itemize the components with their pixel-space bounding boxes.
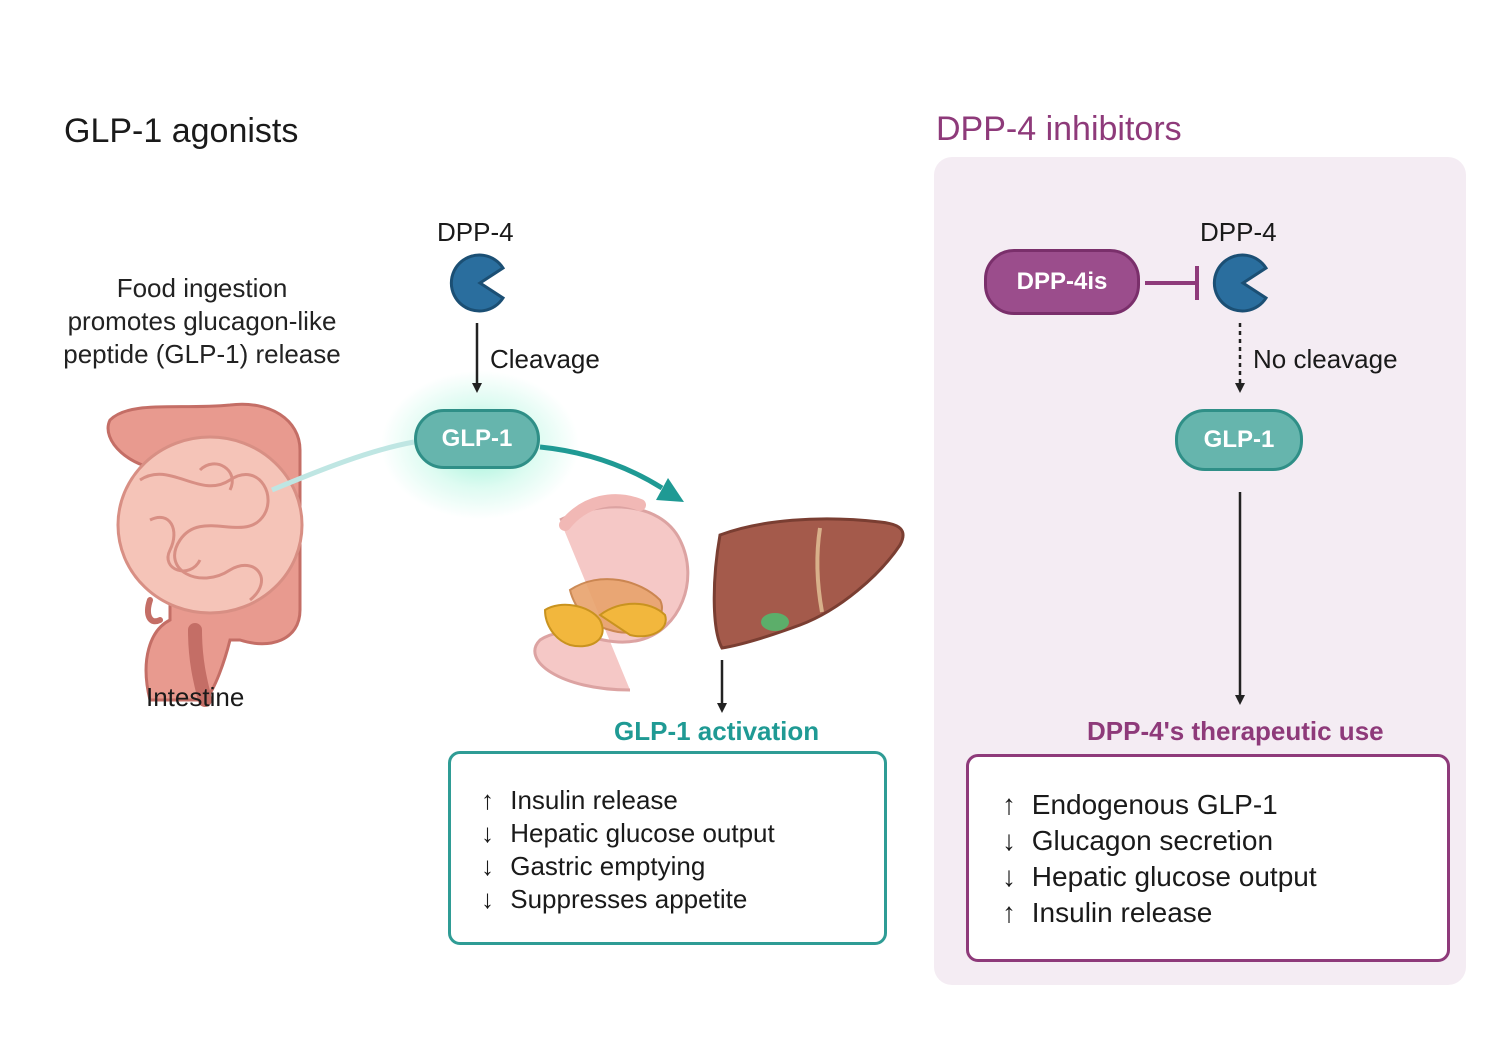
therapeutic-use-heading: DPP-4's therapeutic use	[1087, 716, 1384, 746]
therapeutic-effects-list: ↑ Endogenous GLP-1 ↓ Glucagon secretion …	[1002, 787, 1447, 931]
stomach-pancreas-illustration	[533, 494, 690, 692]
glp1-agonists-title: GLP-1 agonists	[64, 112, 299, 150]
dpp4-left-label: DPP-4	[437, 217, 514, 247]
curve-intestine-to-glp1	[271, 439, 415, 493]
liver-illustration	[712, 517, 905, 650]
intestine-label: Intestine	[146, 682, 245, 712]
arrow-down-icon: ↓	[1002, 861, 1016, 892]
list-item: ↑ Insulin release	[1002, 895, 1447, 931]
arrow-down-icon: ↓	[481, 884, 494, 914]
list-item: ↑ Insulin release	[481, 784, 884, 817]
dpp4-right-label: DPP-4	[1200, 217, 1277, 247]
curve-glp1-to-organs	[539, 444, 664, 491]
effect-text: Hepatic glucose output	[1031, 861, 1317, 892]
curve-arrowhead	[656, 478, 684, 502]
glp1-right-pill: GLP-1	[1175, 409, 1303, 471]
activation-effects-list: ↑ Insulin release ↓ Hepatic glucose outp…	[481, 784, 884, 916]
glp1-activation-box: ↑ Insulin release ↓ Hepatic glucose outp…	[448, 751, 887, 945]
dpp4-enzyme-right-icon	[1212, 253, 1269, 313]
effect-text: Insulin release	[1031, 897, 1213, 928]
effect-text: Insulin release	[510, 785, 678, 815]
food-ingestion-text: Food ingestion promotes glucagon-like pe…	[63, 273, 341, 369]
list-item: ↓ Suppresses appetite	[481, 883, 884, 916]
list-item: ↓ Gastric emptying	[481, 850, 884, 883]
cleavage-label: Cleavage	[490, 344, 600, 374]
glp1-activation-heading: GLP-1 activation	[614, 716, 820, 746]
dpp4-enzyme-left-icon	[449, 253, 506, 313]
effect-text: Hepatic glucose output	[510, 818, 775, 848]
arrow-up-icon: ↑	[1002, 789, 1016, 820]
effect-text: Endogenous GLP-1	[1031, 789, 1278, 820]
arrow-down-icon: ↓	[1002, 825, 1016, 856]
arrow-up-icon: ↑	[481, 785, 494, 815]
list-item: ↓ Hepatic glucose output	[1002, 859, 1447, 895]
effect-text: Gastric emptying	[510, 851, 706, 881]
no-cleavage-label: No cleavage	[1253, 344, 1398, 374]
list-item: ↑ Endogenous GLP-1	[1002, 787, 1447, 823]
effect-text: Glucagon secretion	[1031, 825, 1274, 856]
arrow-down-icon: ↓	[481, 818, 494, 848]
arrow-down-icon: ↓	[481, 851, 494, 881]
list-item: ↓ Glucagon secretion	[1002, 823, 1447, 859]
arrow-up-icon: ↑	[1002, 897, 1016, 928]
effect-text: Suppresses appetite	[510, 884, 748, 914]
dpp4-inhibitors-title: DPP-4 inhibitors	[936, 110, 1182, 148]
therapeutic-use-box: ↑ Endogenous GLP-1 ↓ Glucagon secretion …	[966, 754, 1450, 962]
dpp4is-pill: DPP-4is	[984, 249, 1140, 315]
list-item: ↓ Hepatic glucose output	[481, 817, 884, 850]
intestine-illustration	[106, 402, 304, 707]
glp1-left-pill: GLP-1	[414, 409, 540, 469]
